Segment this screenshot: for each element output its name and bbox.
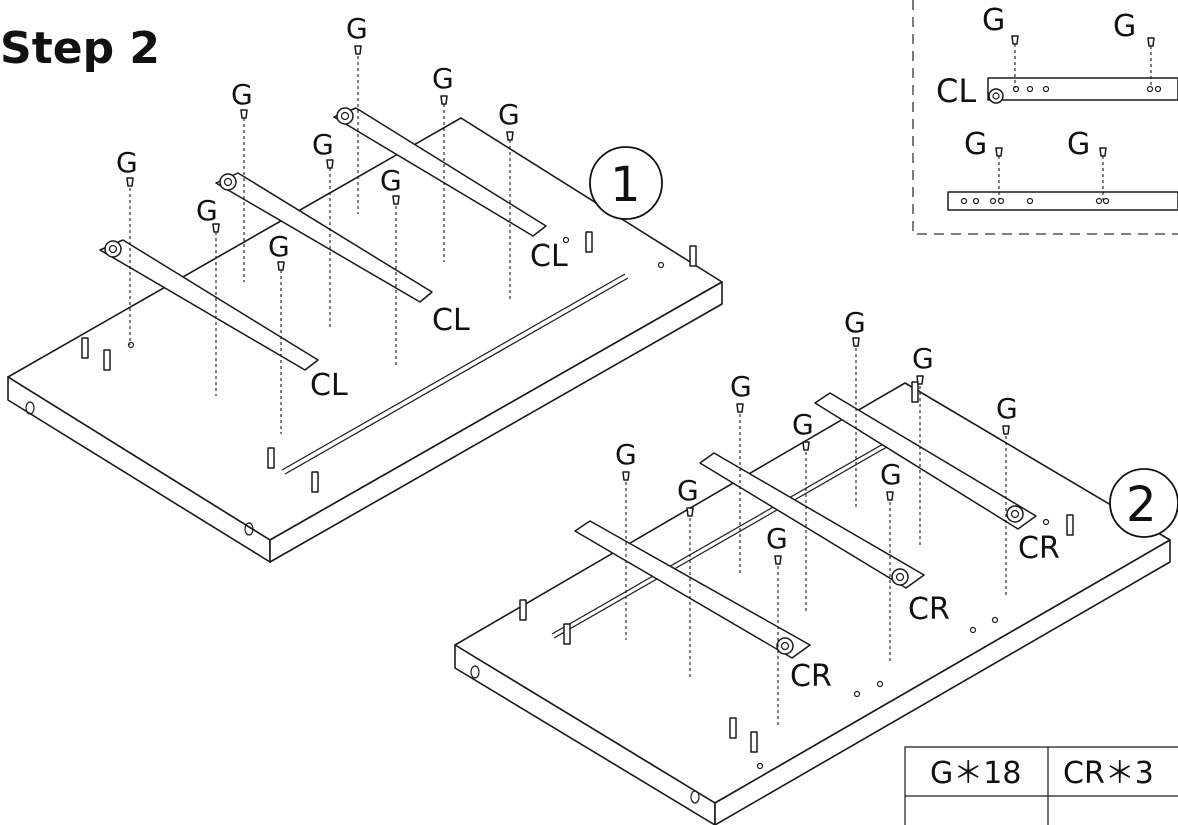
rail-label: CR [908, 592, 950, 627]
inset-rail-bottom [947, 191, 1178, 211]
inset-rail-label: CL [936, 72, 976, 110]
screw-label: G [312, 128, 334, 161]
board-2-front [454, 644, 716, 825]
board-2-side [714, 539, 1171, 825]
screw-label: G [432, 62, 454, 95]
inset-screw-label: G [964, 127, 987, 162]
inset-screw-label: G [982, 3, 1005, 38]
screws-2 [622, 337, 1010, 728]
board-1-groove [284, 277, 629, 475]
step-title: Step 2 [0, 23, 160, 74]
rail-label: CR [1018, 531, 1060, 566]
screw-label: G [844, 306, 866, 339]
panel-2: G G G G G G G G G CR CR CR 2 [454, 306, 1178, 825]
view-number-circle-2 [1109, 468, 1178, 538]
screw-label: G [766, 522, 788, 555]
screw-labels-1: G G G G G G G G G [116, 12, 520, 263]
view-number-circle-1 [589, 146, 663, 220]
dowel-pins-2 [519, 381, 1074, 770]
screw-label: G [196, 194, 218, 227]
rails-cr-2 [574, 392, 1037, 659]
dowel-pins-1 [81, 231, 697, 493]
screw-label: G [231, 78, 253, 111]
screw-label: G [268, 230, 290, 263]
board-2-groove [553, 443, 893, 639]
board-2-groove [551, 439, 891, 635]
board-1-groove [281, 273, 626, 471]
rail-labels-1: CL CL CL [310, 239, 568, 403]
screw-label: G [380, 164, 402, 197]
screw-label: G [730, 370, 752, 403]
rail-labels-2: CR CR CR [790, 531, 1060, 694]
parts-table-header: G＊18 [930, 756, 1021, 791]
parts-table-header: CR＊3 [1063, 756, 1154, 791]
board-1-hole [244, 522, 254, 536]
rails-cl-1 [99, 107, 547, 371]
board-2-top [454, 382, 1171, 804]
screw-label: G [677, 474, 699, 507]
screw-label: G [346, 12, 368, 45]
inset-border [912, 0, 1178, 235]
inset-screw-label: G [1067, 127, 1090, 162]
rail-label: CL [310, 368, 348, 403]
inset-screw-label: G [1113, 9, 1136, 44]
inset-rail-top [987, 77, 1178, 101]
rail-label: CL [432, 303, 470, 338]
board-2-hole [690, 790, 700, 804]
board-1-side [269, 281, 723, 563]
detail-inset: G G G G CL [912, 0, 1178, 235]
panel-1: G G G G G G G G G CL CL CL 1 [7, 12, 723, 563]
screw-label: G [880, 458, 902, 491]
screw-label: G [996, 392, 1018, 425]
board-1-hole [25, 401, 35, 415]
rail-label: CL [530, 239, 568, 274]
screw-label: G [615, 438, 637, 471]
screw-label: G [792, 408, 814, 441]
rail-label: CR [790, 659, 832, 694]
screw-label: G [912, 342, 934, 375]
screw-label: G [116, 146, 138, 179]
screws-1 [126, 45, 514, 434]
view-number-2: 2 [1126, 477, 1157, 533]
view-number-1: 1 [610, 157, 641, 213]
screw-label: G [498, 98, 520, 131]
parts-table: G＊18 CR＊3 [904, 746, 1178, 825]
board-2-hole [470, 665, 480, 679]
screw-labels-2: G G G G G G G G G [615, 306, 1018, 555]
